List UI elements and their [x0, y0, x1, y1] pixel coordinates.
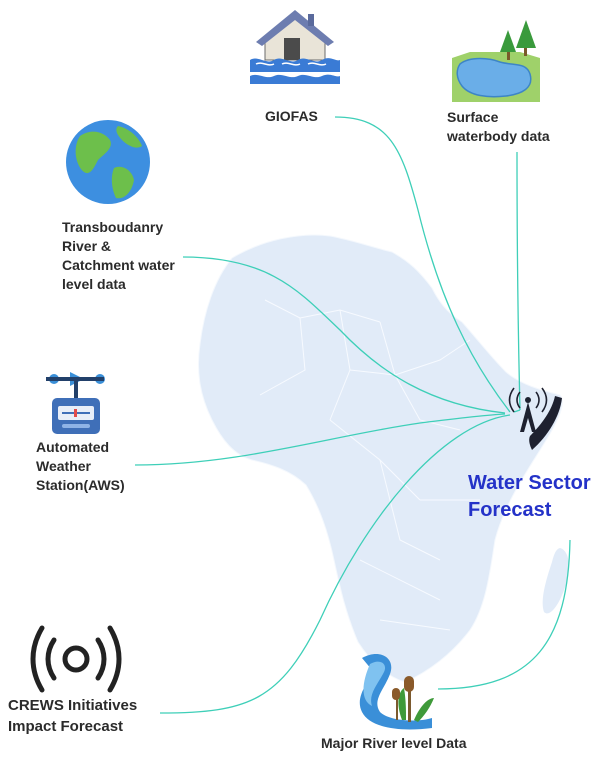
- hub-label-line: Forecast: [468, 499, 552, 521]
- connector-surface: [516, 151, 521, 411]
- transboundary-label-line: level data: [62, 276, 126, 292]
- connector-aws: [134, 413, 506, 466]
- river-reeds-icon: [359, 653, 434, 730]
- country-borders: [259, 299, 480, 631]
- aws-label-line: Weather: [36, 458, 91, 474]
- connector-surface-hub: [513, 409, 521, 413]
- hub-label-line: Water Sector: [468, 472, 591, 494]
- aws-label: Automated Weather Station(AWS): [36, 438, 125, 495]
- lake-trees-icon: [452, 20, 540, 102]
- hub-label: Water Sector Forecast: [468, 470, 591, 524]
- aws-label-line: Automated: [36, 439, 110, 455]
- hub-tower-icon: [508, 387, 562, 450]
- transboundary-label-line: Catchment water: [62, 257, 175, 273]
- transboundary-label-line: Transboudanry: [62, 219, 164, 235]
- connectors: [134, 116, 571, 714]
- connector-transboundary: [182, 256, 506, 414]
- crews-label: CREWS Initiatives Impact Forecast: [8, 695, 137, 737]
- broadcast-signal-icon: [30, 625, 122, 693]
- river-level-label: Major River level Data: [321, 734, 467, 753]
- transboundary-label: Transboudanry River & Catchment water le…: [62, 218, 175, 294]
- africa-map: [198, 234, 563, 683]
- surface-label-line: waterbody data: [447, 128, 550, 144]
- aws-label-line: Station(AWS): [36, 477, 125, 493]
- crews-label-line: Impact Forecast: [8, 718, 124, 735]
- transboundary-label-line: River &: [62, 238, 112, 254]
- crews-label-line: CREWS Initiatives: [8, 697, 138, 714]
- connector-giofas: [334, 116, 511, 413]
- giofas-label-line: GIOFAS: [265, 108, 318, 124]
- globe-icon: [66, 120, 150, 204]
- connector-crews: [159, 414, 511, 714]
- madagascar: [542, 548, 569, 614]
- giofas-label: GIOFAS: [265, 107, 318, 126]
- surface-label-line: Surface: [447, 109, 499, 125]
- surface-waterbody-label: Surface waterbody data: [447, 108, 550, 146]
- river-label-line: Major River level Data: [321, 735, 467, 751]
- weather-station-icon: [46, 372, 105, 434]
- connector-river: [437, 539, 571, 690]
- flooded-house-icon: [250, 10, 340, 84]
